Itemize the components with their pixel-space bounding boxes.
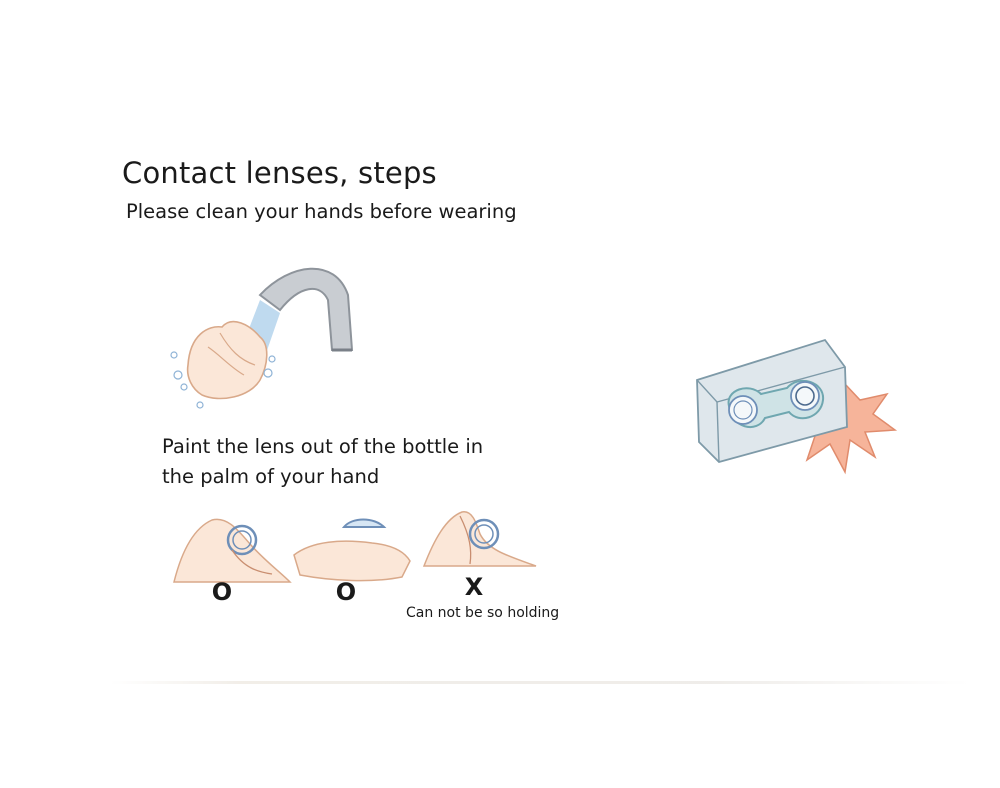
step2-instruction-line2: the palm of your hand	[162, 465, 380, 488]
step1-instruction: Please clean your hands before wearing	[126, 200, 517, 223]
lens-case-illustration	[696, 338, 898, 475]
incorrect-caption: Can not be so holding	[406, 605, 560, 621]
hand-example-correct-2	[293, 518, 411, 582]
faucet-handwash-illustration	[170, 267, 354, 409]
divider-line	[110, 681, 970, 684]
page-title: Contact lenses, steps	[122, 156, 437, 190]
mark-correct-2: O	[335, 578, 357, 606]
hand-example-incorrect	[422, 511, 537, 567]
mark-correct-1: O	[211, 578, 233, 606]
hand-example-correct-1	[173, 518, 292, 583]
mark-incorrect: X	[464, 573, 484, 601]
step2-instruction-line1: Paint the lens out of the bottle in	[162, 435, 484, 458]
